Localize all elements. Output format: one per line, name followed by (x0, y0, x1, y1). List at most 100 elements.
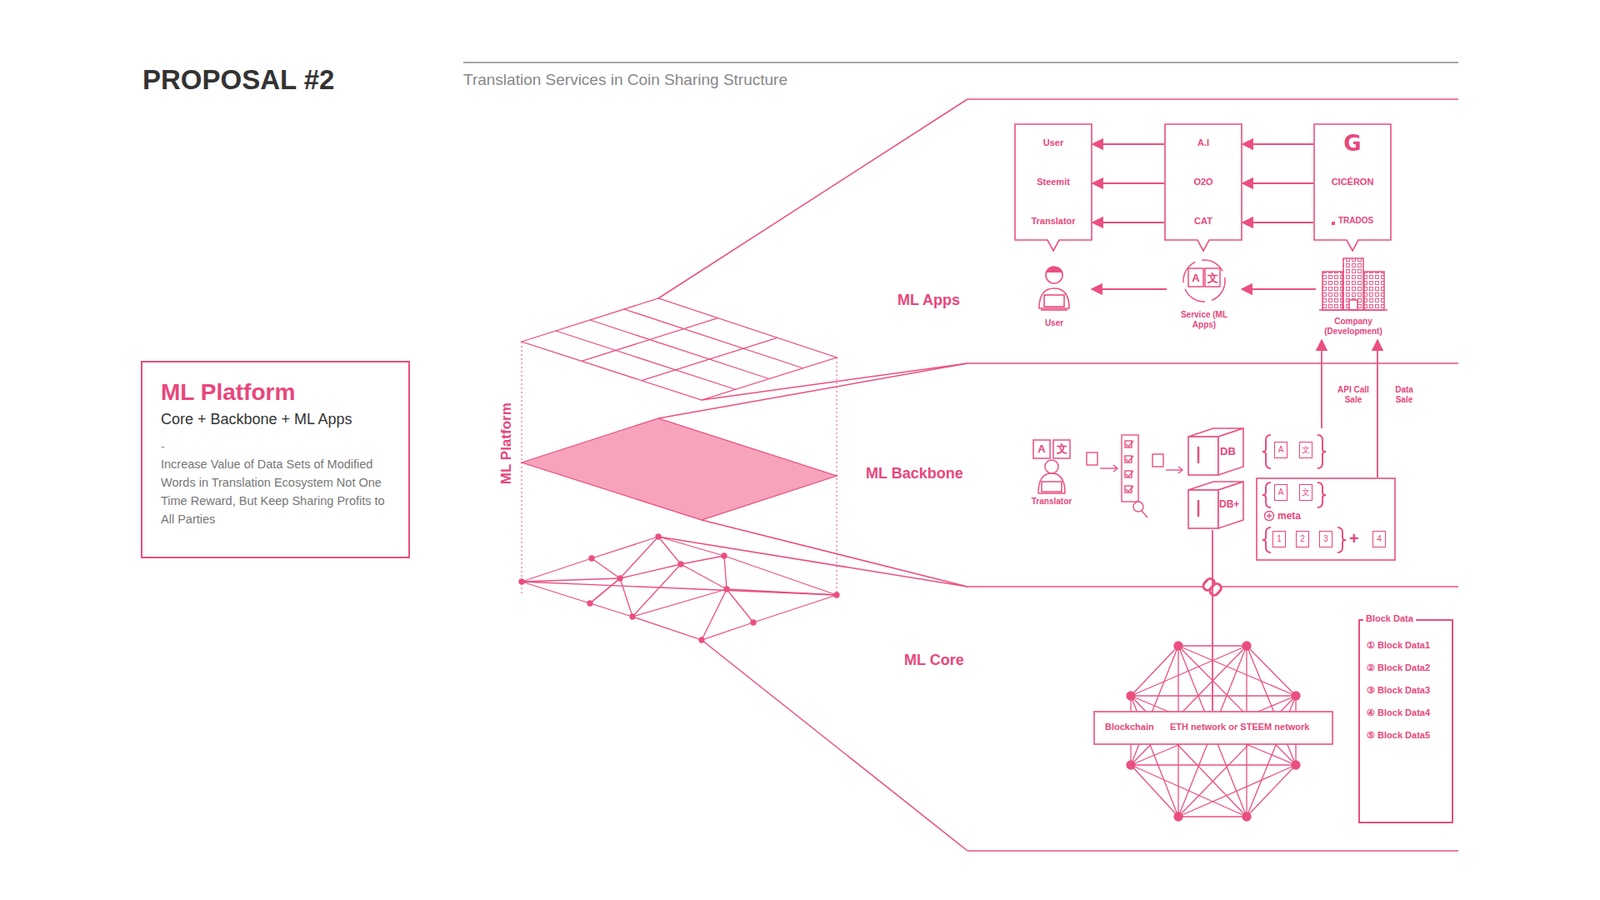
node-text: CAT (1164, 215, 1243, 227)
network-node (1174, 812, 1183, 821)
connector (1376, 340, 1379, 478)
connector (1092, 182, 1165, 185)
network-link (1130, 645, 1179, 696)
node-text: Company (Development) (1320, 316, 1387, 337)
network-link (1130, 765, 1179, 817)
node-text: 文 (1053, 442, 1070, 456)
network-link (1178, 765, 1296, 817)
mesh-dot (617, 575, 623, 581)
node-text: User (1014, 137, 1093, 149)
stroke (590, 603, 633, 617)
database-cube-outline (1186, 426, 1245, 477)
layer-label: ML Backbone (865, 465, 964, 484)
node-text: ④ Block Data4 (1366, 707, 1430, 719)
mesh-dot (587, 600, 593, 606)
node-text: O2O (1164, 176, 1243, 188)
node-text: ① Block Data1 (1366, 640, 1430, 651)
translator-icon: A文Translator (1016, 438, 1087, 510)
mesh-dot (678, 561, 684, 567)
page-title: PROPOSAL #2 (142, 63, 335, 97)
node-text: A (1188, 271, 1204, 285)
node-text: Increase Value of Data Sets of Modified … (160, 455, 390, 529)
node-text: User (1016, 318, 1092, 329)
database-cube: DB+ (1186, 480, 1245, 530)
node-text: 文 (1299, 441, 1313, 459)
block-data-box: Block Data① Block Data1② Block Data2③ Bl… (1358, 619, 1454, 824)
stroke (581, 318, 718, 362)
layer-label: ML Apps (897, 291, 960, 310)
speech-bubble: A.I O2O CAT (1164, 123, 1243, 241)
stroke (521, 581, 590, 604)
mesh-dot (699, 637, 705, 643)
stroke (724, 555, 837, 595)
network-link (1130, 764, 1296, 765)
mesh-dot (721, 553, 727, 559)
node-text: meta (1277, 510, 1301, 522)
data-set-box: A文 (1255, 428, 1333, 475)
network-link (1178, 645, 1296, 765)
mesh-dot (834, 592, 840, 598)
vertical-label: ML Platform (498, 393, 515, 494)
speech-bubble: GCICÉRONTRADOS (1313, 123, 1392, 241)
network-link (1130, 645, 1247, 765)
mesh-dot (724, 586, 730, 592)
platform-box: ML PlatformCore + Backbone + ML Apps-Inc… (140, 360, 410, 559)
blockchain-bar: BlockchainETH network or STEEM network (1093, 710, 1334, 745)
node-text: 1 (1272, 530, 1286, 548)
connector (1242, 182, 1314, 185)
mesh-dot (519, 579, 525, 585)
header-rule (463, 62, 1459, 64)
pipeline-icons (1086, 435, 1183, 518)
platform-layers (519, 298, 840, 643)
connector (1241, 288, 1316, 290)
company-icon: Company (Development) (1315, 256, 1391, 340)
node-text: ③ Block Data3 (1366, 685, 1430, 696)
stroke (521, 581, 837, 595)
layer-label: ML Core (904, 651, 965, 670)
node-text: ② Block Data2 (1366, 662, 1430, 674)
stroke (632, 616, 702, 640)
network-node (1174, 641, 1183, 650)
stroke (658, 536, 681, 565)
node-text: + (1349, 528, 1360, 549)
node-text: 文 (1299, 484, 1313, 501)
connector (1211, 530, 1214, 711)
node-text: Translator (1014, 215, 1093, 227)
stroke (658, 536, 725, 556)
data-set-box: A文meta123+4 (1255, 477, 1396, 561)
data-set-box-outline (1255, 428, 1333, 475)
mesh-dot (750, 620, 756, 625)
stroke (680, 555, 725, 565)
node-text: 文 (1205, 271, 1220, 285)
node-text: G (1313, 131, 1392, 155)
network-node (1242, 812, 1251, 821)
connector (1092, 143, 1165, 145)
network-link (1130, 765, 1247, 817)
node-text: Translator (1016, 496, 1087, 507)
edge-label: Data Sale (1385, 385, 1423, 405)
stroke (555, 330, 736, 390)
network-node (1291, 760, 1300, 770)
mesh-dot (589, 555, 595, 561)
stroke (726, 589, 754, 623)
connector (1242, 143, 1314, 145)
stroke (701, 589, 727, 640)
service-icon: A文Service (ML Apps) (1166, 258, 1242, 335)
node-text: 3 (1319, 530, 1333, 548)
stroke (724, 555, 727, 590)
node-text: A (1274, 484, 1288, 501)
stroke (591, 558, 620, 579)
node-text: - (160, 440, 390, 454)
connector (1242, 221, 1314, 224)
stroke (521, 578, 620, 582)
network-link (1130, 695, 1296, 696)
connector (1092, 221, 1165, 224)
node-text: ⑤ Block Data5 (1366, 730, 1430, 741)
stroke (590, 578, 620, 604)
database-cube: DB (1186, 426, 1245, 477)
stroke (590, 578, 620, 604)
node-text: DB (1220, 445, 1236, 459)
node-text: CICÉRON (1313, 176, 1392, 188)
network-link (1130, 645, 1247, 696)
node-text: A.I (1164, 137, 1243, 149)
